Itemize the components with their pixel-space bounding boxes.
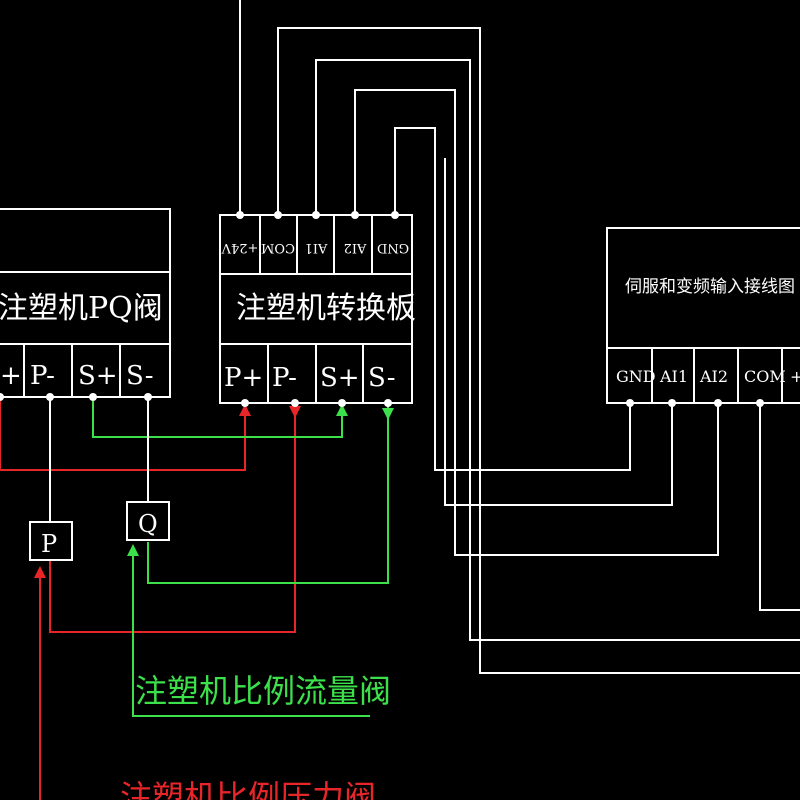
red-wires	[0, 400, 296, 800]
wire-gnd	[394, 127, 631, 471]
wire-p-minus	[49, 404, 296, 633]
servo-terminal-com: COM	[744, 367, 786, 386]
converter-terminal-p-plus: P+	[224, 363, 263, 393]
converter-terminal-ai2: AI2	[344, 240, 368, 255]
pq-terminal-plus: +	[0, 361, 22, 391]
pq-terminal-s-minus: S-	[126, 361, 154, 391]
wire-ai1	[315, 59, 800, 641]
q-sensor-label: Q	[138, 510, 158, 538]
converter-top-dots	[236, 211, 399, 219]
pq-terminal-dots	[0, 393, 152, 401]
wire-com	[277, 27, 800, 674]
wire-flow-label	[132, 548, 370, 717]
wire-p-plus	[0, 400, 246, 471]
converter-terminal-plus24v: +24V	[221, 240, 258, 255]
servo-terminal-plus: +	[790, 367, 800, 386]
wire-s-plus	[92, 400, 343, 438]
arrow-p-plus	[239, 404, 251, 416]
servo-title: 伺服和变频输入接线图	[625, 277, 795, 297]
p-sensor-box	[29, 521, 73, 561]
converter-terminal-s-plus: S+	[320, 363, 360, 393]
pq-sensor-wires	[49, 397, 149, 522]
converter-terminal-s-minus: S-	[368, 363, 396, 393]
flow-valve-label: 注塑机比例流量阀	[135, 672, 391, 710]
pq-valve-title: 注塑机PQ阀	[0, 291, 163, 326]
converter-terminal-com: COM	[261, 240, 295, 255]
converter-terminal-p-minus: P-	[272, 363, 297, 393]
arrow-p-minus	[289, 406, 301, 418]
wire-ai2	[354, 89, 719, 556]
green-arrows	[127, 404, 394, 556]
servo-box	[606, 227, 800, 404]
arrow-flow	[127, 544, 139, 556]
wire-s-minus	[147, 404, 389, 584]
p-sensor-label: P	[41, 530, 57, 558]
wire-servo-com	[759, 403, 800, 611]
servo-terminal-ai2: AI2	[699, 367, 728, 386]
q-sensor-box	[126, 501, 170, 541]
converter-terminal-gnd: GND	[377, 240, 409, 255]
servo-terminal-dots	[626, 399, 764, 407]
servo-terminal-ai1: AI1	[659, 367, 688, 386]
servo-terminal-gnd: GND	[616, 367, 656, 386]
arrow-s-plus	[336, 404, 348, 416]
converter-title: 注塑机转换板	[236, 291, 416, 326]
converter-bottom-dots	[241, 399, 392, 407]
arrow-s-minus	[382, 408, 394, 420]
pq-terminal-s-plus: S+	[78, 361, 118, 391]
pq-valve-box	[0, 208, 171, 398]
green-wires	[92, 400, 389, 717]
pq-terminal-p-minus: P-	[30, 361, 55, 391]
arrow-pressure	[34, 566, 46, 578]
wire-servo-ai1	[444, 158, 673, 506]
pressure-valve-label: 注塑机比例压力阀	[120, 778, 376, 800]
converter-terminal-ai1: AI1	[305, 240, 329, 255]
red-arrows	[34, 404, 301, 578]
white-wires	[239, 0, 800, 674]
